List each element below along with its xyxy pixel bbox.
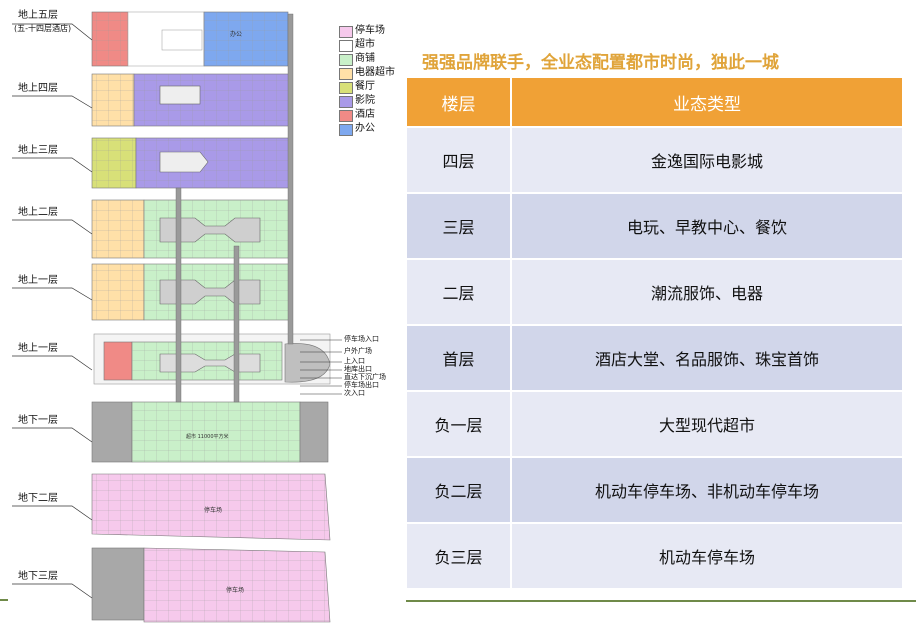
annotation-upper-entrance: 上入口 [344,357,365,365]
cell-type: 酒店大堂、名品服饰、珠宝首饰 [594,350,819,369]
legend-swatch-cinema [339,96,353,108]
plan-floor-4 [91,73,293,127]
legend-label: 电器超市 [355,67,395,78]
cell-floor: 四层 [407,128,512,192]
plan-floor-1-ground [93,333,331,385]
plan-parking-b3-label: 停车场 [226,586,244,594]
cell-type: 金逸国际电影城 [650,152,763,171]
floor-plan-diagram: 办公 [12,11,342,623]
cell-floor: 负二层 [407,458,512,522]
cell-type: 机动车停车场、非机动车停车场 [594,482,819,501]
legend-swatch-parking [339,26,353,38]
plan-parking-b2-label: 停车场 [204,506,222,514]
cell-type: 电玩、早教中心、餐饮 [626,218,787,237]
table-row: 二层 潮流服饰、电器 [407,260,902,324]
cell-floor: 二层 [407,260,512,324]
cell-floor: 三层 [407,194,512,258]
legend-swatch-office [339,124,353,136]
annotation-parking-exit: 停车场出口 [344,381,379,389]
plan-basement-3: 停车场 [91,547,331,623]
legend-label: 办公 [355,123,375,134]
table-row: 三层 电玩、早教中心、餐饮 [407,194,902,258]
cell-type: 潮流服饰、电器 [650,284,763,303]
plan-basement-2: 停车场 [91,473,331,541]
plan-basement-1: 超市 11000平方米 [91,401,329,463]
annotation-sunken-plaza: 直达下沉广场 [344,373,386,381]
legend-swatch-shops [339,54,353,66]
legend-label: 商铺 [355,53,375,64]
plan-floor-3 [91,137,293,189]
cell-type: 大型现代超市 [658,416,755,435]
legend-label: 停车场 [355,25,385,36]
floor-sublabel-5f: (五-十四层酒店) [14,24,72,33]
vertical-shafts [175,13,294,403]
cell-floor: 负一层 [407,392,512,456]
floor-plan-panel: 办公 [0,0,408,636]
annotation-garage-exit: 地库出口 [344,365,372,373]
cell-type: 机动车停车场 [658,548,755,567]
plan-floor-5: 办公 [91,11,289,67]
legend-swatch-restaurant [339,82,353,94]
plan-supermarket-label: 超市 11000平方米 [186,433,229,440]
floor-label-1f-ground: 地上一层 [18,343,58,354]
plan-floor-1-upper [91,263,291,321]
floor-label-2f: 地上二层 [18,207,58,218]
floor-use-table: 楼层 业态类型 四层 金逸国际电影城 三层 电玩、早教中心、餐饮 二层 潮流服饰… [407,78,902,588]
headline: 强强品牌联手，全业态配置都市时尚，独此一城 [422,53,779,73]
floor-label-1f-upper: 地上一层 [18,275,58,286]
annotation-outdoor-plaza: 户外广场 [344,347,372,355]
table-header: 楼层 业态类型 [407,78,902,126]
header-floor: 楼层 [407,78,512,126]
annotation-leader-lines [300,339,342,395]
annotation-secondary-entrance: 次入口 [344,389,365,397]
floor-label-4f: 地上四层 [18,83,58,94]
table-row: 负二层 机动车停车场、非机动车停车场 [407,458,902,522]
plan-floor-2 [91,199,291,259]
floor-label-3f: 地上三层 [18,145,58,156]
floor-label-5f: 地上五层 [18,10,58,21]
header-type: 业态类型 [673,94,741,115]
annotation-parking-entrance: 停车场入口 [344,335,379,343]
floor-label-b3: 地下三层 [18,571,58,582]
legend-label: 酒店 [355,109,375,120]
bottom-rule-left [0,599,8,601]
legend-label: 超市 [355,39,375,50]
cell-floor: 负三层 [407,524,512,588]
legend-label: 影院 [355,95,375,106]
bottom-rule [406,600,916,602]
floor-leader-lines [12,23,93,599]
cell-floor: 首层 [407,326,512,390]
floor-label-b2: 地下二层 [18,493,58,504]
table-row: 负三层 机动车停车场 [407,524,902,588]
table-row: 首层 酒店大堂、名品服饰、珠宝首饰 [407,326,902,390]
legend-swatch-electronics [339,68,353,80]
table-row: 负一层 大型现代超市 [407,392,902,456]
plan-office-label: 办公 [230,30,242,38]
legend-label: 餐厅 [355,81,375,92]
floor-label-b1: 地下一层 [18,415,58,426]
legend-swatch-hotel [339,110,353,122]
table-row: 四层 金逸国际电影城 [407,128,902,192]
legend-swatch-supermarket [339,40,353,52]
